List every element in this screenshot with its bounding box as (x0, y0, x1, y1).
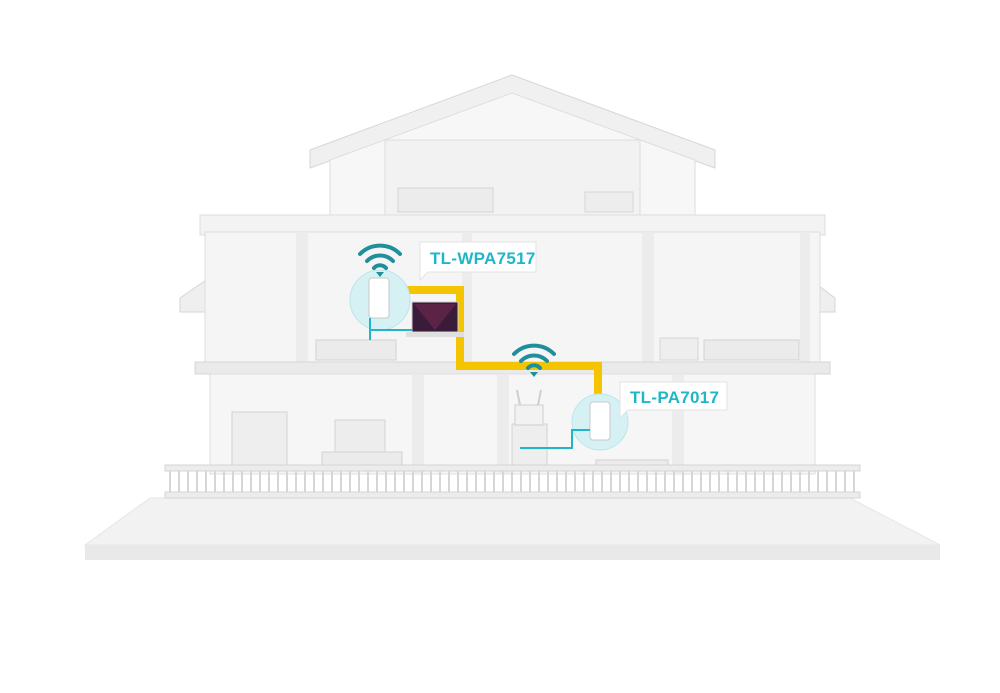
device-label-pa: TL-PA7017 (630, 388, 719, 407)
device-label-wpa: TL-WPA7517 (430, 249, 536, 268)
wifi-icon (358, 243, 402, 277)
powerline-cable (380, 286, 602, 412)
ground-platform (83, 497, 941, 560)
upper-roof (309, 74, 716, 216)
tl-pa7017-device (520, 393, 629, 451)
callout-tl-wpa7517: TL-WPA7517 (419, 241, 537, 282)
ground-floor (209, 373, 816, 475)
callout-tl-pa7017: TL-PA7017 (619, 381, 728, 420)
tl-wpa7517-device (349, 269, 412, 340)
laptop (406, 301, 464, 337)
porch-railing (164, 464, 861, 499)
wifi-icon (512, 343, 556, 377)
router (514, 389, 544, 426)
